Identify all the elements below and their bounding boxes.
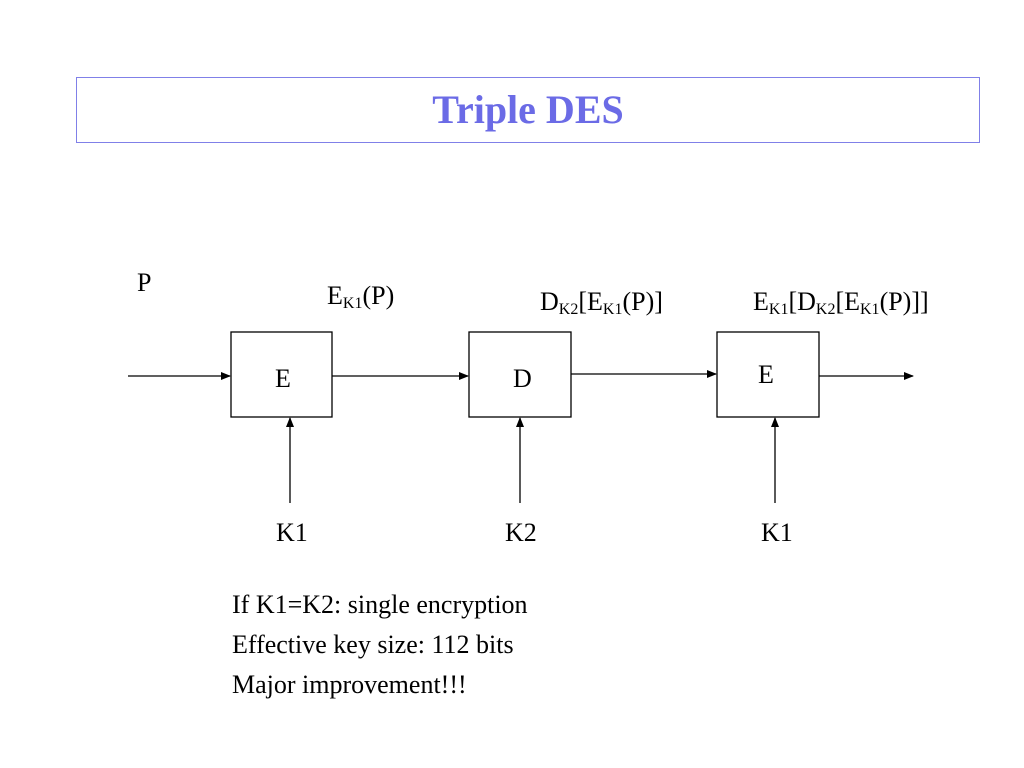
note-line-3: Major improvement!!! xyxy=(232,670,467,699)
stage3-output-p3: [E xyxy=(835,287,860,316)
stage2-output-p2: [E xyxy=(578,287,603,316)
stage1-output-label: EK1(P) xyxy=(327,281,395,312)
note-line-1: If K1=K2: single encryption xyxy=(232,590,528,619)
stage2-output-s1: K2 xyxy=(558,301,579,318)
stage1-output-op: E xyxy=(327,281,343,310)
stage3-output-s1: K1 xyxy=(768,301,789,318)
decrypt-box xyxy=(468,331,572,418)
encrypt-box-2 xyxy=(716,331,820,418)
note-line-2: Effective key size: 112 bits xyxy=(232,630,514,659)
stage3-output-p2: [D xyxy=(788,287,816,316)
stage1-output-rest: (P) xyxy=(362,281,395,310)
key-label-k2: K2 xyxy=(505,518,537,547)
stage2-output-p3: (P)] xyxy=(622,287,663,316)
stage3-output-p4: (P)]] xyxy=(879,287,929,316)
encrypt-box-1 xyxy=(230,331,333,418)
stage1-output-key-sub: K1 xyxy=(342,295,363,312)
key-label-k1-second: K1 xyxy=(761,518,793,547)
title-box: Triple DES xyxy=(76,77,980,143)
stage3-output-p1: E xyxy=(753,287,769,316)
stage2-output-p1: D xyxy=(540,287,559,316)
slide-title: Triple DES xyxy=(432,87,624,132)
stage3-output-s2: K2 xyxy=(815,301,836,318)
notes-block: If K1=K2: single encryption Effective ke… xyxy=(232,585,528,705)
stage2-output-label: DK2[EK1(P)] xyxy=(540,287,663,318)
decrypt-box-label: D xyxy=(513,364,532,393)
stage3-output-label: EK1[DK2[EK1(P)]] xyxy=(753,287,929,318)
stage2-output-s2: K1 xyxy=(602,301,623,318)
encrypt-box-2-label: E xyxy=(758,360,774,389)
key-label-k1-first: K1 xyxy=(276,518,308,547)
stage3-output-s3: K1 xyxy=(860,301,880,318)
encrypt-box-1-label: E xyxy=(275,364,291,393)
plaintext-label: P xyxy=(137,268,152,297)
